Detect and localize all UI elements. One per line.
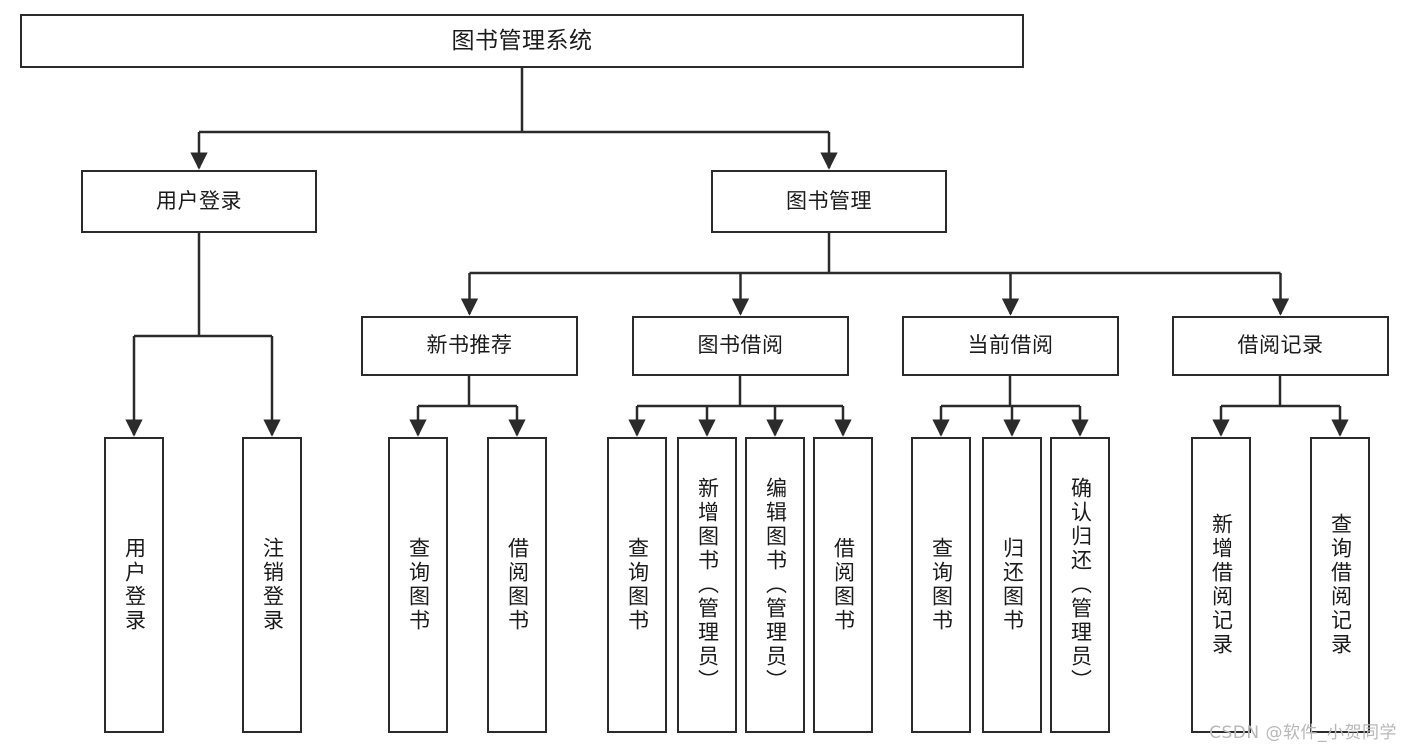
node-label: 查询图书 bbox=[406, 537, 431, 633]
node-label: 编辑图书（管理员） bbox=[763, 477, 788, 693]
watermark-text: CSDN @软件_小贺同学 bbox=[1209, 723, 1397, 743]
node-label: 新增图书（管理员） bbox=[695, 477, 720, 693]
node-leaf-borrow-book-2[interactable]: 借阅图书 bbox=[813, 437, 873, 733]
node-label: 用户登录 bbox=[122, 537, 147, 633]
node-leaf-query-book-1[interactable]: 查询图书 bbox=[388, 437, 448, 733]
node-label: 确认归还（管理员） bbox=[1068, 477, 1093, 693]
node-label: 查询图书 bbox=[625, 537, 650, 633]
node-borrow[interactable]: 图书借阅 bbox=[632, 316, 849, 376]
node-leaf-borrow-book-1[interactable]: 借阅图书 bbox=[487, 437, 547, 733]
node-label: 图书借阅 bbox=[697, 333, 784, 358]
node-label: 图书管理系统 bbox=[451, 27, 593, 54]
node-label: 查询图书 bbox=[929, 537, 954, 633]
node-leaf-edit-book[interactable]: 编辑图书（管理员） bbox=[745, 437, 805, 733]
node-label: 查询借阅记录 bbox=[1328, 513, 1353, 657]
node-newbook[interactable]: 新书推荐 bbox=[361, 316, 578, 376]
node-label: 借阅图书 bbox=[831, 537, 856, 633]
node-root[interactable]: 图书管理系统 bbox=[20, 14, 1024, 68]
node-leaf-confirm-return[interactable]: 确认归还（管理员） bbox=[1050, 437, 1110, 733]
node-leaf-query-book-2[interactable]: 查询图书 bbox=[607, 437, 667, 733]
node-leaf-logout[interactable]: 注销登录 bbox=[242, 437, 302, 733]
node-label: 图书管理 bbox=[786, 188, 872, 213]
node-label: 借阅图书 bbox=[505, 537, 530, 633]
node-leaf-add-book[interactable]: 新增图书（管理员） bbox=[677, 437, 737, 733]
node-label: 当前借阅 bbox=[967, 333, 1054, 358]
node-leaf-query-book-3[interactable]: 查询图书 bbox=[911, 437, 971, 733]
node-label: 注销登录 bbox=[260, 537, 285, 633]
node-current[interactable]: 当前借阅 bbox=[902, 316, 1119, 376]
node-label: 新增借阅记录 bbox=[1209, 513, 1234, 657]
node-leaf-return-book[interactable]: 归还图书 bbox=[982, 437, 1042, 733]
node-label: 借阅记录 bbox=[1237, 333, 1324, 358]
node-leaf-add-record[interactable]: 新增借阅记录 bbox=[1191, 437, 1251, 733]
node-records[interactable]: 借阅记录 bbox=[1172, 316, 1389, 376]
node-label: 用户登录 bbox=[156, 188, 242, 213]
node-bookmgmt[interactable]: 图书管理 bbox=[711, 170, 947, 233]
node-label: 新书推荐 bbox=[426, 333, 513, 358]
node-login[interactable]: 用户登录 bbox=[81, 170, 317, 233]
node-label: 归还图书 bbox=[1000, 537, 1025, 633]
node-leaf-query-record[interactable]: 查询借阅记录 bbox=[1310, 437, 1370, 733]
node-leaf-user-login[interactable]: 用户登录 bbox=[104, 437, 164, 733]
